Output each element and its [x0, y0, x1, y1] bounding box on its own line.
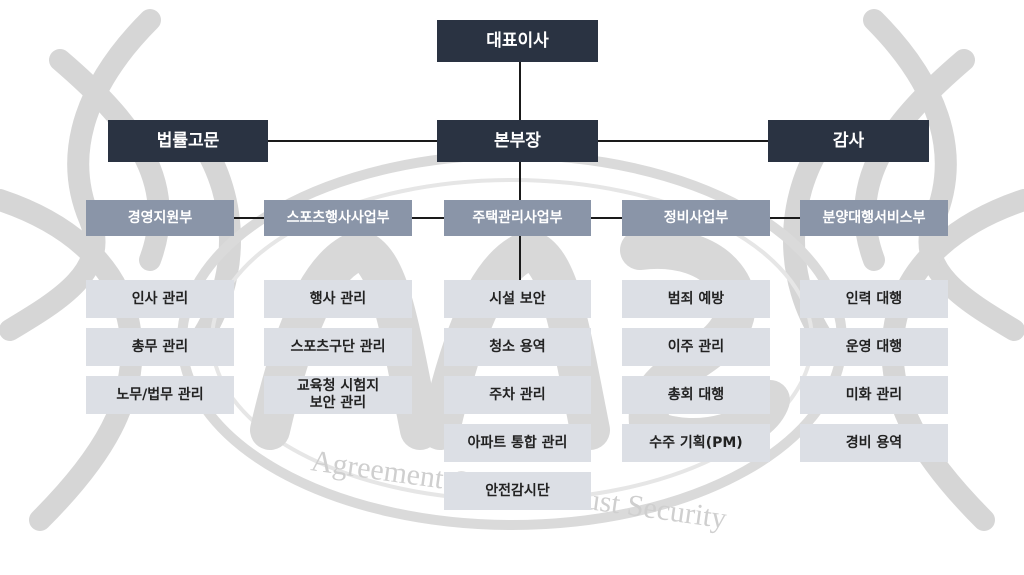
dept-sports-event: 스포츠행사사업부	[264, 200, 412, 236]
dept-4-item: 범죄 예방	[622, 280, 770, 318]
dept-3-item: 청소 용역	[444, 328, 591, 366]
dept-maintenance: 정비사업부	[622, 200, 770, 236]
dept-3-item: 시설 보안	[444, 280, 591, 318]
dept-3-item: 안전감시단	[444, 472, 591, 510]
dept-2-item: 교육청 시험지 보안 관리	[264, 376, 412, 414]
dept-5-item: 경비 용역	[800, 424, 948, 462]
dept-4-item: 이주 관리	[622, 328, 770, 366]
ceo-box: 대표이사	[437, 20, 598, 62]
dept-2-item: 행사 관리	[264, 280, 412, 318]
dept-4-item: 총회 대행	[622, 376, 770, 414]
dept-1-item: 노무/법무 관리	[86, 376, 234, 414]
dept-5-item: 미화 관리	[800, 376, 948, 414]
dept-1-item: 총무 관리	[86, 328, 234, 366]
dept-5-item: 인력 대행	[800, 280, 948, 318]
dept-2-item: 스포츠구단 관리	[264, 328, 412, 366]
dept-4-item: 수주 기획(PM)	[622, 424, 770, 462]
director-box: 본부장	[437, 120, 598, 162]
audit-box: 감사	[768, 120, 929, 162]
dept-3-item: 주차 관리	[444, 376, 591, 414]
dept-sales-agency: 분양대행서비스부	[800, 200, 948, 236]
dept-1-item: 인사 관리	[86, 280, 234, 318]
dept-management-support: 경영지원부	[86, 200, 234, 236]
dept-3-item: 아파트 통합 관리	[444, 424, 591, 462]
dept-5-item: 운영 대행	[800, 328, 948, 366]
dept-housing-management: 주택관리사업부	[444, 200, 591, 236]
legal-advisor-box: 법률고문	[108, 120, 268, 162]
